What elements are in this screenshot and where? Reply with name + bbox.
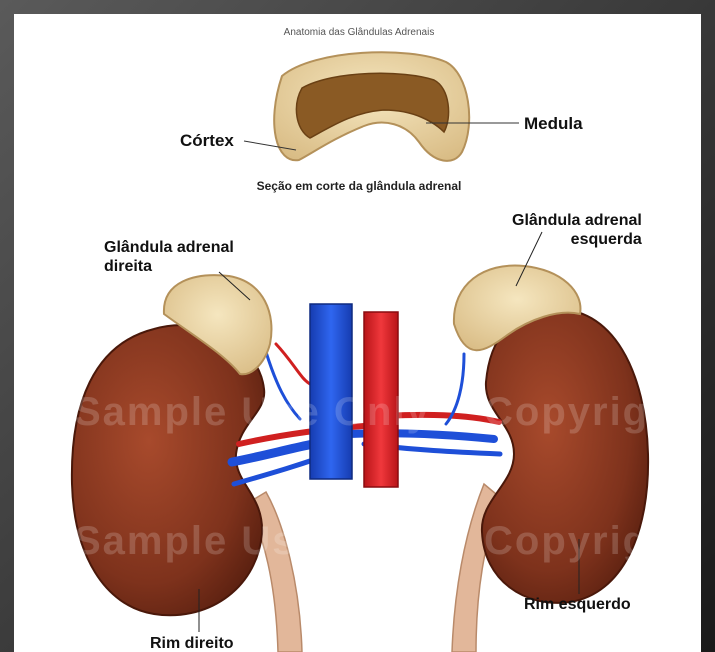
right-adrenal-label: Glândula adrenal direita <box>104 238 234 276</box>
right-adrenal-label-line1: Glândula adrenal <box>104 238 234 257</box>
cortex-label: Córtex <box>180 131 234 151</box>
medula-label: Medula <box>524 114 583 134</box>
left-adrenal-label-line2: esquerda <box>512 230 642 249</box>
right-adrenal-label-line2: direita <box>104 257 234 276</box>
left-kidney-label: Rim esquerdo <box>524 596 631 614</box>
watermark-4: Copyright <box>484 519 691 564</box>
adrenal-cross-section <box>274 52 469 161</box>
cross-section-caption: Seção em corte da glândula adrenal <box>194 179 524 193</box>
left-adrenal-label: Glândula adrenal esquerda <box>512 211 642 249</box>
diagram-title: Anatomia das Glândulas Adrenais <box>234 27 484 38</box>
left-adrenal-label-line1: Glândula adrenal <box>512 211 642 230</box>
watermark-3: Sample Use <box>74 519 321 564</box>
right-kidney-label: Rim direito <box>150 635 234 652</box>
diagram-canvas: Sample Use Only Copyright Sample Use Cop… <box>14 14 701 652</box>
watermark-1: Sample Use Only <box>74 390 431 435</box>
watermark-2: Copyright <box>484 390 691 435</box>
